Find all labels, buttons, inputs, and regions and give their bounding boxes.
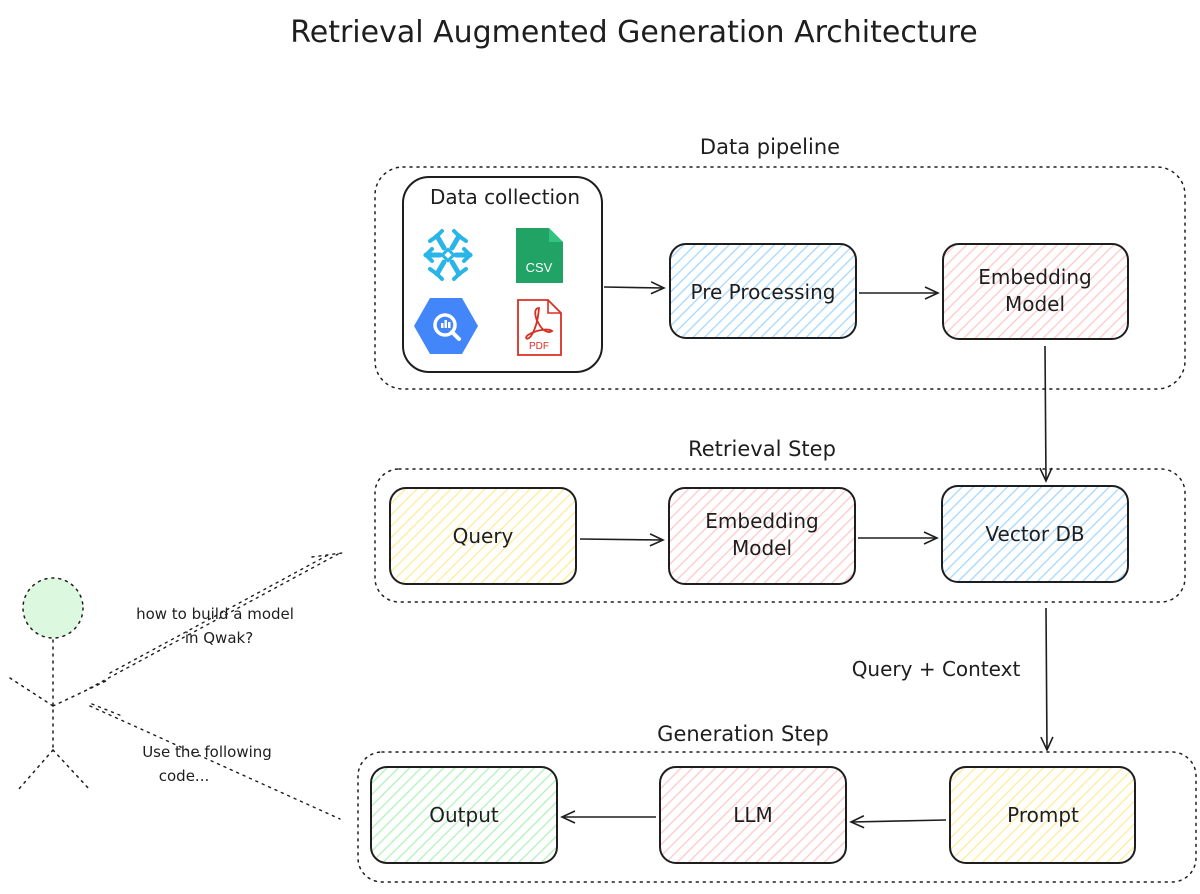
retrieval-step-label: Retrieval Step bbox=[688, 437, 836, 461]
user-head bbox=[22, 577, 84, 639]
arrow-collection-to-preprocessing bbox=[603, 281, 666, 295]
data-pipeline-label: Data pipeline bbox=[700, 135, 840, 159]
arrow-prompt-to-llm bbox=[849, 815, 947, 829]
arrow-query-to-embedding bbox=[579, 533, 665, 547]
vector-db-box: Vector DB bbox=[941, 485, 1129, 583]
llm-label: LLM bbox=[733, 803, 773, 827]
retrieval-step-group: Retrieval Step bbox=[374, 437, 1186, 603]
embedding-model-top-label-line2: Model bbox=[1005, 292, 1065, 316]
output-label: Output bbox=[429, 803, 499, 827]
query-box: Query bbox=[389, 487, 577, 585]
embedding-model-box-top: Embedding Model bbox=[942, 243, 1129, 340]
embedding-model-mid-label-line1: Embedding bbox=[705, 509, 818, 533]
query-context-label: Query + Context bbox=[852, 657, 1021, 681]
embedding-model-mid-label-line2: Model bbox=[732, 536, 792, 560]
question-text-line2: in Qwak? bbox=[185, 629, 253, 647]
pdf-file-icon-text: PDF bbox=[529, 341, 549, 352]
data-collection-label: Data collection bbox=[430, 185, 580, 209]
output-box: Output bbox=[370, 766, 558, 864]
vector-db-label: Vector DB bbox=[985, 522, 1084, 546]
answer-text-line1: Use the following bbox=[142, 743, 272, 761]
generation-step-group: Generation Step bbox=[357, 722, 1197, 883]
speech-lines bbox=[89, 552, 343, 820]
diagram-title: Retrieval Augmented Generation Architect… bbox=[290, 15, 977, 50]
generation-step-label: Generation Step bbox=[657, 722, 829, 746]
arrow-vectordb-to-prompt bbox=[1040, 607, 1054, 752]
pdf-file-icon: PDF bbox=[517, 299, 562, 356]
pre-processing-label: Pre Processing bbox=[691, 280, 836, 304]
data-pipeline-group: Data pipeline bbox=[374, 135, 1186, 390]
user-figure bbox=[9, 577, 109, 791]
flow-arrows bbox=[560, 281, 1054, 829]
snowflake-icon bbox=[423, 229, 473, 281]
embedding-model-box-mid: Embedding Model bbox=[668, 487, 856, 585]
prompt-label: Prompt bbox=[1007, 803, 1079, 827]
csv-file-icon: CSV bbox=[516, 228, 563, 283]
answer-text-line2: code... bbox=[159, 767, 209, 785]
query-label: Query bbox=[453, 524, 514, 548]
arrow-embedding-to-vectordb bbox=[1039, 345, 1053, 483]
csv-file-icon-text: CSV bbox=[526, 260, 553, 275]
question-text-line1: how to build a model bbox=[136, 605, 294, 623]
bigquery-icon bbox=[414, 298, 478, 354]
pre-processing-box: Pre Processing bbox=[669, 243, 857, 339]
llm-box: LLM bbox=[659, 766, 847, 864]
embedding-model-top-label-line1: Embedding bbox=[978, 265, 1091, 289]
data-collection-box: Data collection CSV bbox=[402, 176, 603, 373]
prompt-box: Prompt bbox=[949, 766, 1136, 864]
